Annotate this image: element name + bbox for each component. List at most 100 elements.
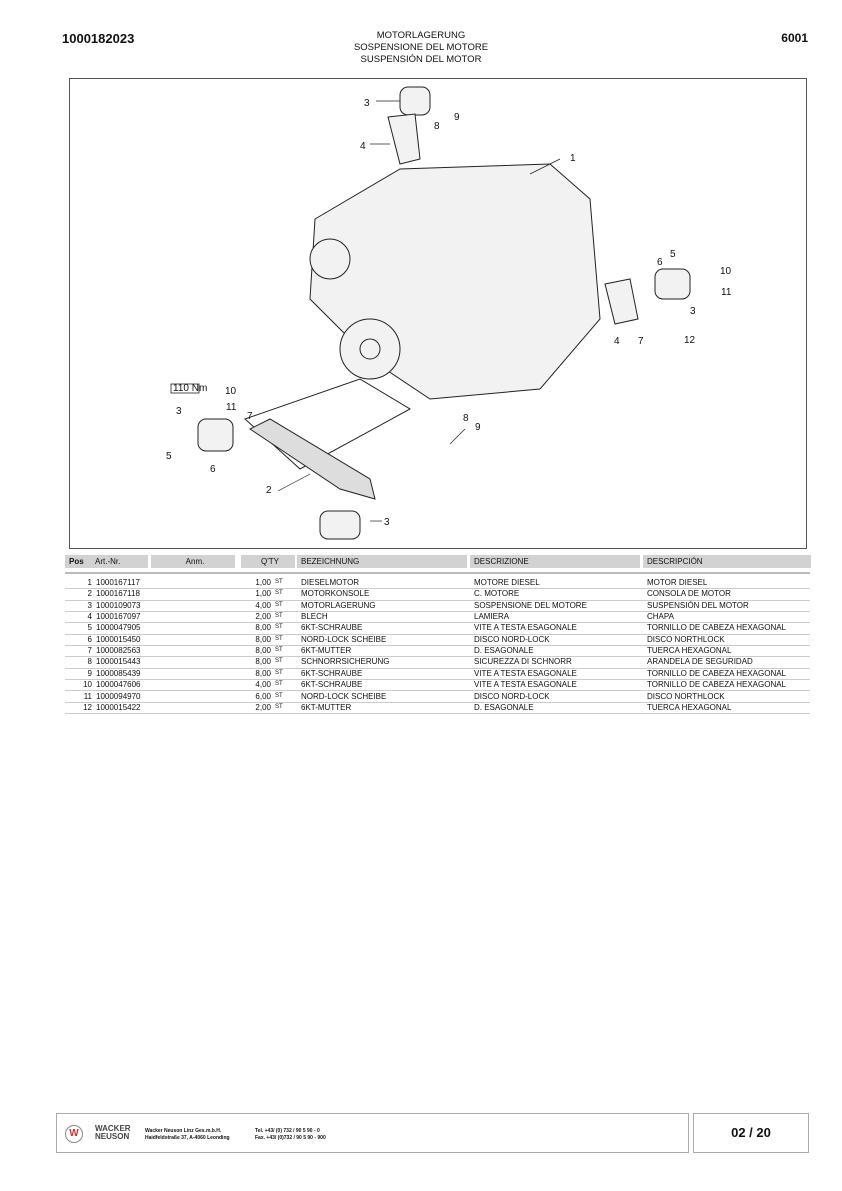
cell-qty: 8,00 — [255, 623, 271, 633]
cell-de: 6KT-SCHRAUBE — [301, 668, 363, 678]
cell-pos: 2 — [87, 589, 92, 599]
title-es: SUSPENSIÓN DEL MOTOR — [360, 54, 482, 65]
cell-unit: ST — [275, 613, 283, 620]
exploded-diagram: 110 Nm 3 4 8 9 1 5 6 10 11 3 4 7 12 10 1… — [69, 78, 807, 549]
callout: 10 — [225, 386, 237, 397]
cell-it: LAMIERA — [474, 612, 510, 622]
cell-qty: 4,00 — [255, 680, 271, 690]
cell-de: MOTORLAGERUNG — [301, 600, 376, 610]
company-info: Wacker Neuson Linz Ges.m.b.H. Haidfeldst… — [145, 1128, 230, 1142]
cell-pos: 9 — [87, 668, 92, 678]
cell-de: SCHNORRSICHERUNG — [301, 657, 390, 667]
cell-art: 1000015443 — [96, 657, 141, 667]
cell-es: SUSPENSIÓN DEL MOTOR — [647, 600, 749, 610]
title-it: SOSPENSIONE DEL MOTORE — [353, 42, 489, 53]
cell-art: 1000047905 — [96, 623, 141, 633]
page-title: MOTORLAGERUNG SOSPENSIONE DEL MOTORE SUS… — [300, 30, 542, 66]
cell-de: BLECH — [301, 612, 328, 622]
cell-it: D. ESAGONALE — [474, 702, 534, 712]
cell-it: VITE A TESTA ESAGONALE — [474, 680, 577, 690]
callout: 10 — [720, 266, 732, 277]
address: Haidfeldstraße 37, A-4060 Leonding — [145, 1135, 230, 1141]
contact-info: Tel. +43/ (0) 732 / 90 5 90 - 0 Fax. +43… — [255, 1128, 326, 1142]
callout: 8 — [463, 413, 469, 424]
cell-unit: ST — [275, 692, 283, 699]
callout: 7 — [247, 411, 253, 422]
callout: 4 — [360, 141, 366, 152]
callout: 12 — [684, 335, 696, 346]
cell-qty: 8,00 — [255, 668, 271, 678]
cell-unit: ST — [275, 624, 283, 631]
mount-top — [399, 86, 431, 116]
cell-unit: ST — [275, 647, 283, 654]
cell-es: TORNILLO DE CABEZA HEXAGONAL — [647, 623, 787, 633]
cell-unit: ST — [275, 601, 283, 608]
col-it: DESCRIZIONE — [470, 555, 640, 568]
footer: W WACKER NEUSON Wacker Neuson Linz Ges.m… — [56, 1113, 689, 1153]
page-number: 02 / 20 — [693, 1113, 809, 1153]
callout: 3 — [176, 406, 182, 417]
cell-de: 6KT-MUTTER — [301, 702, 352, 712]
cell-unit: ST — [275, 658, 283, 665]
cell-es: DISCO NORTHLOCK — [647, 634, 725, 644]
callout: 7 — [638, 336, 644, 347]
cell-qty: 8,00 — [255, 646, 271, 656]
cell-es: DISCO NORTHLOCK — [647, 691, 725, 701]
callout: 5 — [166, 451, 172, 462]
cell-pos: 5 — [87, 623, 92, 633]
page-code: 6001 — [781, 31, 808, 45]
col-pos: Pos — [65, 555, 91, 568]
cell-pos: 4 — [87, 612, 92, 622]
callout: 6 — [210, 464, 216, 475]
engine-drawing: 110 Nm 3 4 8 9 1 5 6 10 11 3 4 7 12 10 1… — [166, 86, 732, 540]
plate-top — [387, 113, 421, 165]
cell-it: D. ESAGONALE — [474, 646, 534, 656]
torque-label: 110 Nm — [173, 383, 207, 394]
callout: 9 — [454, 112, 460, 123]
callout: 1 — [570, 153, 576, 164]
cell-es: MOTOR DIESEL — [647, 578, 708, 587]
company: Wacker Neuson Linz Ges.m.b.H. — [145, 1128, 222, 1134]
cell-de: NORD-LOCK SCHEIBE — [301, 634, 387, 644]
cell-qty: 8,00 — [255, 634, 271, 644]
plate-right — [604, 278, 639, 325]
cell-art: 1000109073 — [96, 600, 141, 610]
cell-unit: ST — [275, 579, 283, 585]
cell-es: TORNILLO DE CABEZA HEXAGONAL — [647, 680, 787, 690]
col-anm: Anm. — [151, 555, 235, 568]
cell-it: C. MOTORE — [474, 589, 520, 599]
cell-es: CHAPA — [647, 612, 674, 622]
cell-art: 1000082563 — [96, 646, 141, 656]
cell-it: VITE A TESTA ESAGONALE — [474, 623, 577, 633]
callout: 6 — [657, 257, 663, 268]
cell-art: 1000085439 — [96, 668, 141, 678]
cell-it: VITE A TESTA ESAGONALE — [474, 668, 577, 678]
cell-es: TUERCA HEXAGONAL — [647, 646, 732, 656]
cell-art: 1000167117 — [96, 578, 140, 587]
cell-unit: ST — [275, 635, 283, 642]
cell-it: MOTORE DIESEL — [474, 578, 540, 587]
cell-art: 1000015422 — [96, 702, 141, 712]
callout: 2 — [266, 485, 272, 496]
cell-pos: 1 — [87, 578, 92, 587]
cell-art: 1000047606 — [96, 680, 141, 690]
cell-de: 6KT-MUTTER — [301, 646, 352, 656]
header-rule — [65, 572, 810, 574]
cell-pos: 3 — [87, 600, 92, 610]
cell-unit: ST — [275, 703, 283, 710]
cell-art: 1000015450 — [96, 634, 141, 644]
tel: Tel. +43/ (0) 732 / 90 5 90 - 0 — [255, 1128, 320, 1134]
document-number: 1000182023 — [62, 31, 135, 46]
cell-de: MOTORKONSOLE — [301, 589, 370, 599]
mount-left — [197, 418, 234, 452]
cell-es: ARANDELA DE SEGURIDAD — [647, 657, 753, 667]
cell-unit: ST — [275, 681, 283, 688]
title-de: MOTORLAGERUNG — [376, 30, 466, 41]
cell-pos: 10 — [83, 680, 92, 690]
